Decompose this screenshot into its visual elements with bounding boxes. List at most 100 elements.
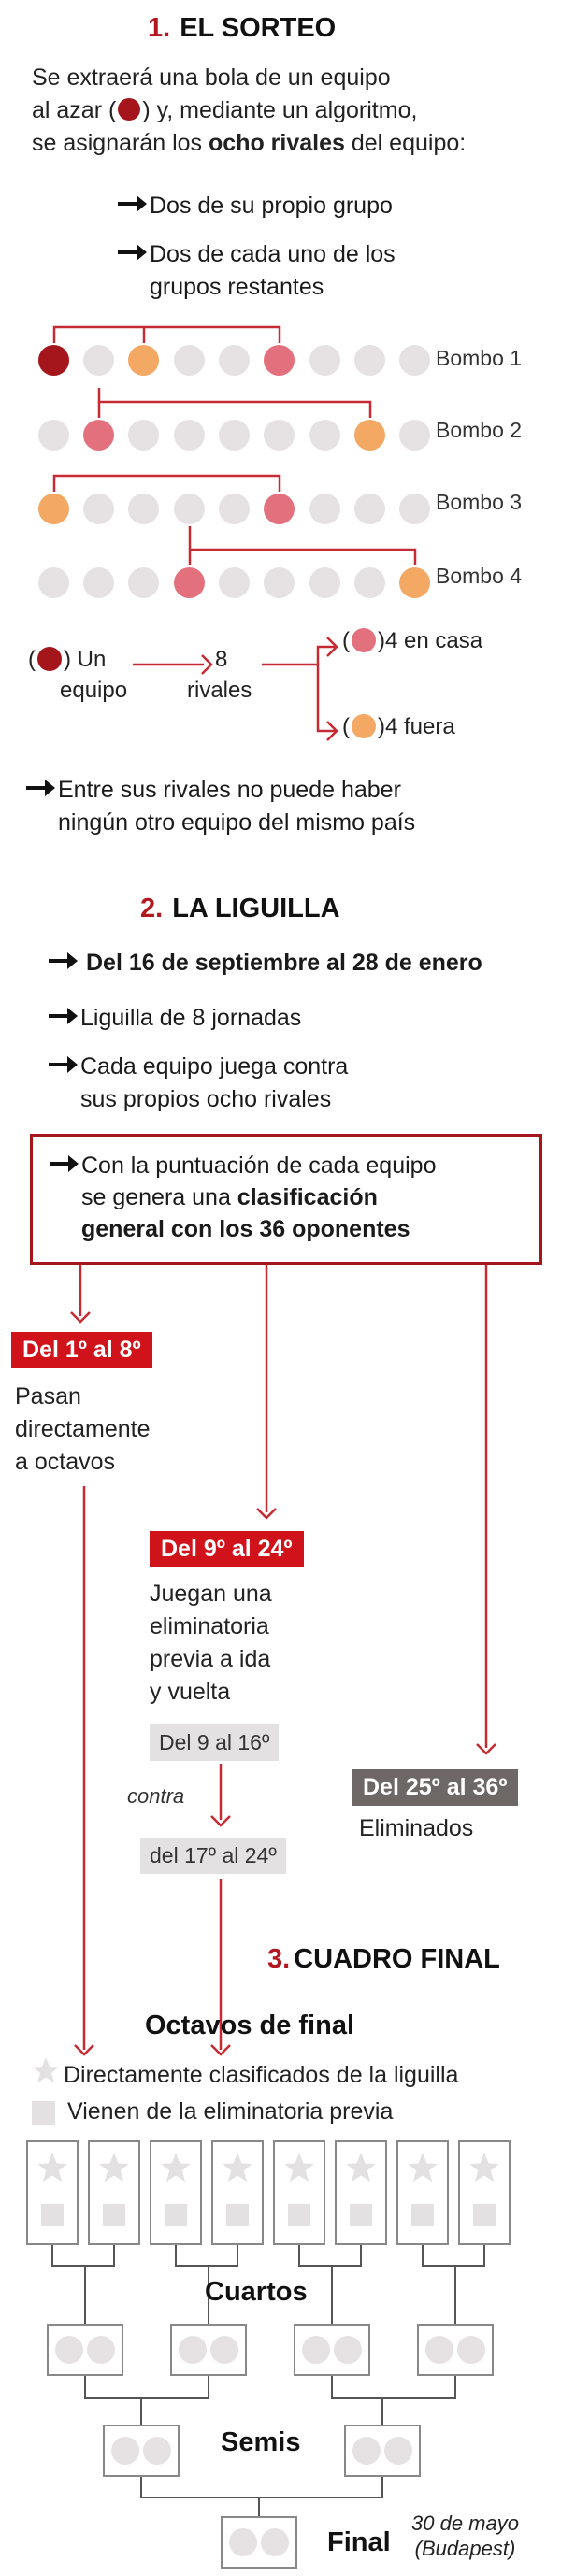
arrow-right-icon (49, 1051, 80, 1088)
bombo-2-connector (97, 400, 372, 418)
semis-slot-2 (143, 2437, 171, 2465)
star-icon (32, 2056, 64, 2094)
square-icon (411, 2204, 434, 2226)
contra-arrow (210, 1815, 231, 1827)
rivals-label: rivales (187, 678, 252, 703)
classification-box: Con la puntuación de cada equipo se gene… (30, 1134, 542, 1265)
cuartos-label: Cuartos (205, 2277, 308, 2307)
group1-line-3: a octavos (15, 1449, 116, 1475)
bombo-4-ball-2 (83, 567, 114, 598)
octavos-to-cuartos-2 (175, 2245, 238, 2324)
box-line-2b: clasificación (237, 1184, 378, 1210)
intro-line-2a: al azar ( (32, 97, 117, 123)
home-away-split (316, 645, 335, 733)
bombo-3-ball-1 (38, 494, 69, 524)
octavos-match-8 (458, 2140, 511, 2245)
bombo-4-ball-9 (399, 567, 430, 598)
bombo-1-ball-6 (264, 345, 295, 376)
plays-1: Cada equipo juega contra (80, 1053, 349, 1080)
intro-line-2: al azar () y, mediante un algoritmo, (32, 94, 555, 127)
bombo-3-ball-2 (83, 494, 114, 524)
section1-title-text: EL SORTEO (180, 13, 337, 43)
legend-square: Vienen de la eliminatoria previa (32, 2096, 393, 2128)
away-label: ()4 fuera (342, 714, 455, 739)
group1-badge: Del 1º al 8º (11, 1332, 152, 1368)
group2-text: Juegan una eliminatoria previa a ida y v… (150, 1578, 272, 1709)
bombo-1-ball-2 (83, 345, 114, 376)
square-icon (41, 2204, 64, 2226)
home-ball-icon (352, 628, 376, 652)
star-icon (346, 2153, 376, 2182)
legend-star-text: Directamente clasificados de la liguilla (64, 2061, 459, 2088)
ball-icon (37, 647, 62, 671)
item-own-group: Dos de su propio grupo (118, 190, 393, 227)
box-line-2a: se genera una (81, 1184, 237, 1210)
group2-line-1: Juegan una (150, 1581, 272, 1607)
group1-line-2: directamente (15, 1416, 151, 1442)
bombo-2-ball-1 (38, 420, 69, 451)
square-icon (226, 2204, 249, 2226)
cuartos-slot-1 (55, 2336, 83, 2364)
g1-arrow (70, 1311, 91, 1324)
bombo-3-ball-4 (174, 494, 205, 524)
g2-arrow (256, 1508, 277, 1520)
bombo-4-label: Bombo 4 (436, 564, 523, 588)
note-1: Entre sus rivales no puede haber (58, 777, 401, 803)
cuartos-slot-8 (457, 2336, 485, 2364)
bombo-3-ball-9 (399, 494, 430, 524)
star-icon (408, 2153, 438, 2182)
home-label: ()4 en casa (342, 628, 483, 653)
section1-intro: Se extraerá una bola de un equipo al aza… (32, 62, 555, 160)
g3-arrow (476, 1743, 496, 1755)
bombo-1-ball-4 (174, 345, 205, 376)
bombo-4-ball-6 (264, 567, 295, 598)
semis-label: Semis (221, 2427, 301, 2457)
square-icon (165, 2204, 187, 2226)
cuartos-slot-7 (425, 2336, 453, 2364)
octavos-match-5 (273, 2140, 325, 2245)
bombo-1-ball-8 (354, 345, 385, 376)
classification-lines: Con la puntuación de cada equipo se gene… (81, 1150, 436, 1245)
rivals-number: 8 (215, 647, 228, 672)
bombo-1-label: Bombo 1 (436, 346, 523, 370)
plays-2: sus propios ocho rivales (80, 1086, 332, 1112)
star-icon (223, 2153, 252, 2182)
final-slot-2 (261, 2528, 289, 2556)
bombo-2-ball-4 (174, 420, 205, 451)
octavos-to-cuartos-4 (422, 2245, 485, 2324)
intro-line-3b: ocho rivales (209, 130, 345, 156)
bombo-3-connector (52, 474, 281, 492)
bombo-1-ball-3 (128, 345, 159, 376)
final-place: (Budapest) (414, 2537, 516, 2560)
octavos-match-7 (396, 2140, 449, 2245)
dates-item: Del 16 de septiembre al 28 de enero (49, 947, 482, 984)
octavos-match-2 (88, 2140, 140, 2245)
classification-text: Con la puntuación de cada equipo se gene… (50, 1150, 539, 1245)
bombo-4-ball-8 (354, 567, 385, 598)
away-arrow (326, 721, 338, 741)
contra-label: contra (127, 1784, 185, 1808)
item-other-groups-1: Dos de cada uno de los (150, 241, 396, 267)
octavos-label: Octavos de final (145, 2011, 355, 2040)
bombo-1-ball-1 (38, 345, 69, 376)
octavos-match-3 (150, 2140, 202, 2245)
bombo-3-label: Bombo 3 (436, 490, 523, 514)
semis-to-final (140, 2477, 383, 2516)
legend-star: Directamente clasificados de la liguilla (32, 2056, 458, 2094)
section2-number: 2. (140, 894, 164, 923)
bombo-1-ball-5 (219, 345, 250, 376)
group3-text: Eliminados (359, 1815, 474, 1841)
semis-slot-4 (384, 2437, 412, 2465)
bombo-4-connector (188, 537, 417, 565)
g1-to-octavos-arrow (74, 2044, 94, 2056)
box-line-3: general con los 36 oponentes (81, 1216, 410, 1242)
arrow-right-icon (49, 947, 80, 984)
square-icon (350, 2204, 372, 2226)
group2-line-3: previa a ida (150, 1646, 271, 1672)
section3-number: 3. (267, 1944, 291, 1974)
bombo-3-ball-6 (264, 494, 295, 524)
cuartos-slot-3 (179, 2336, 207, 2364)
